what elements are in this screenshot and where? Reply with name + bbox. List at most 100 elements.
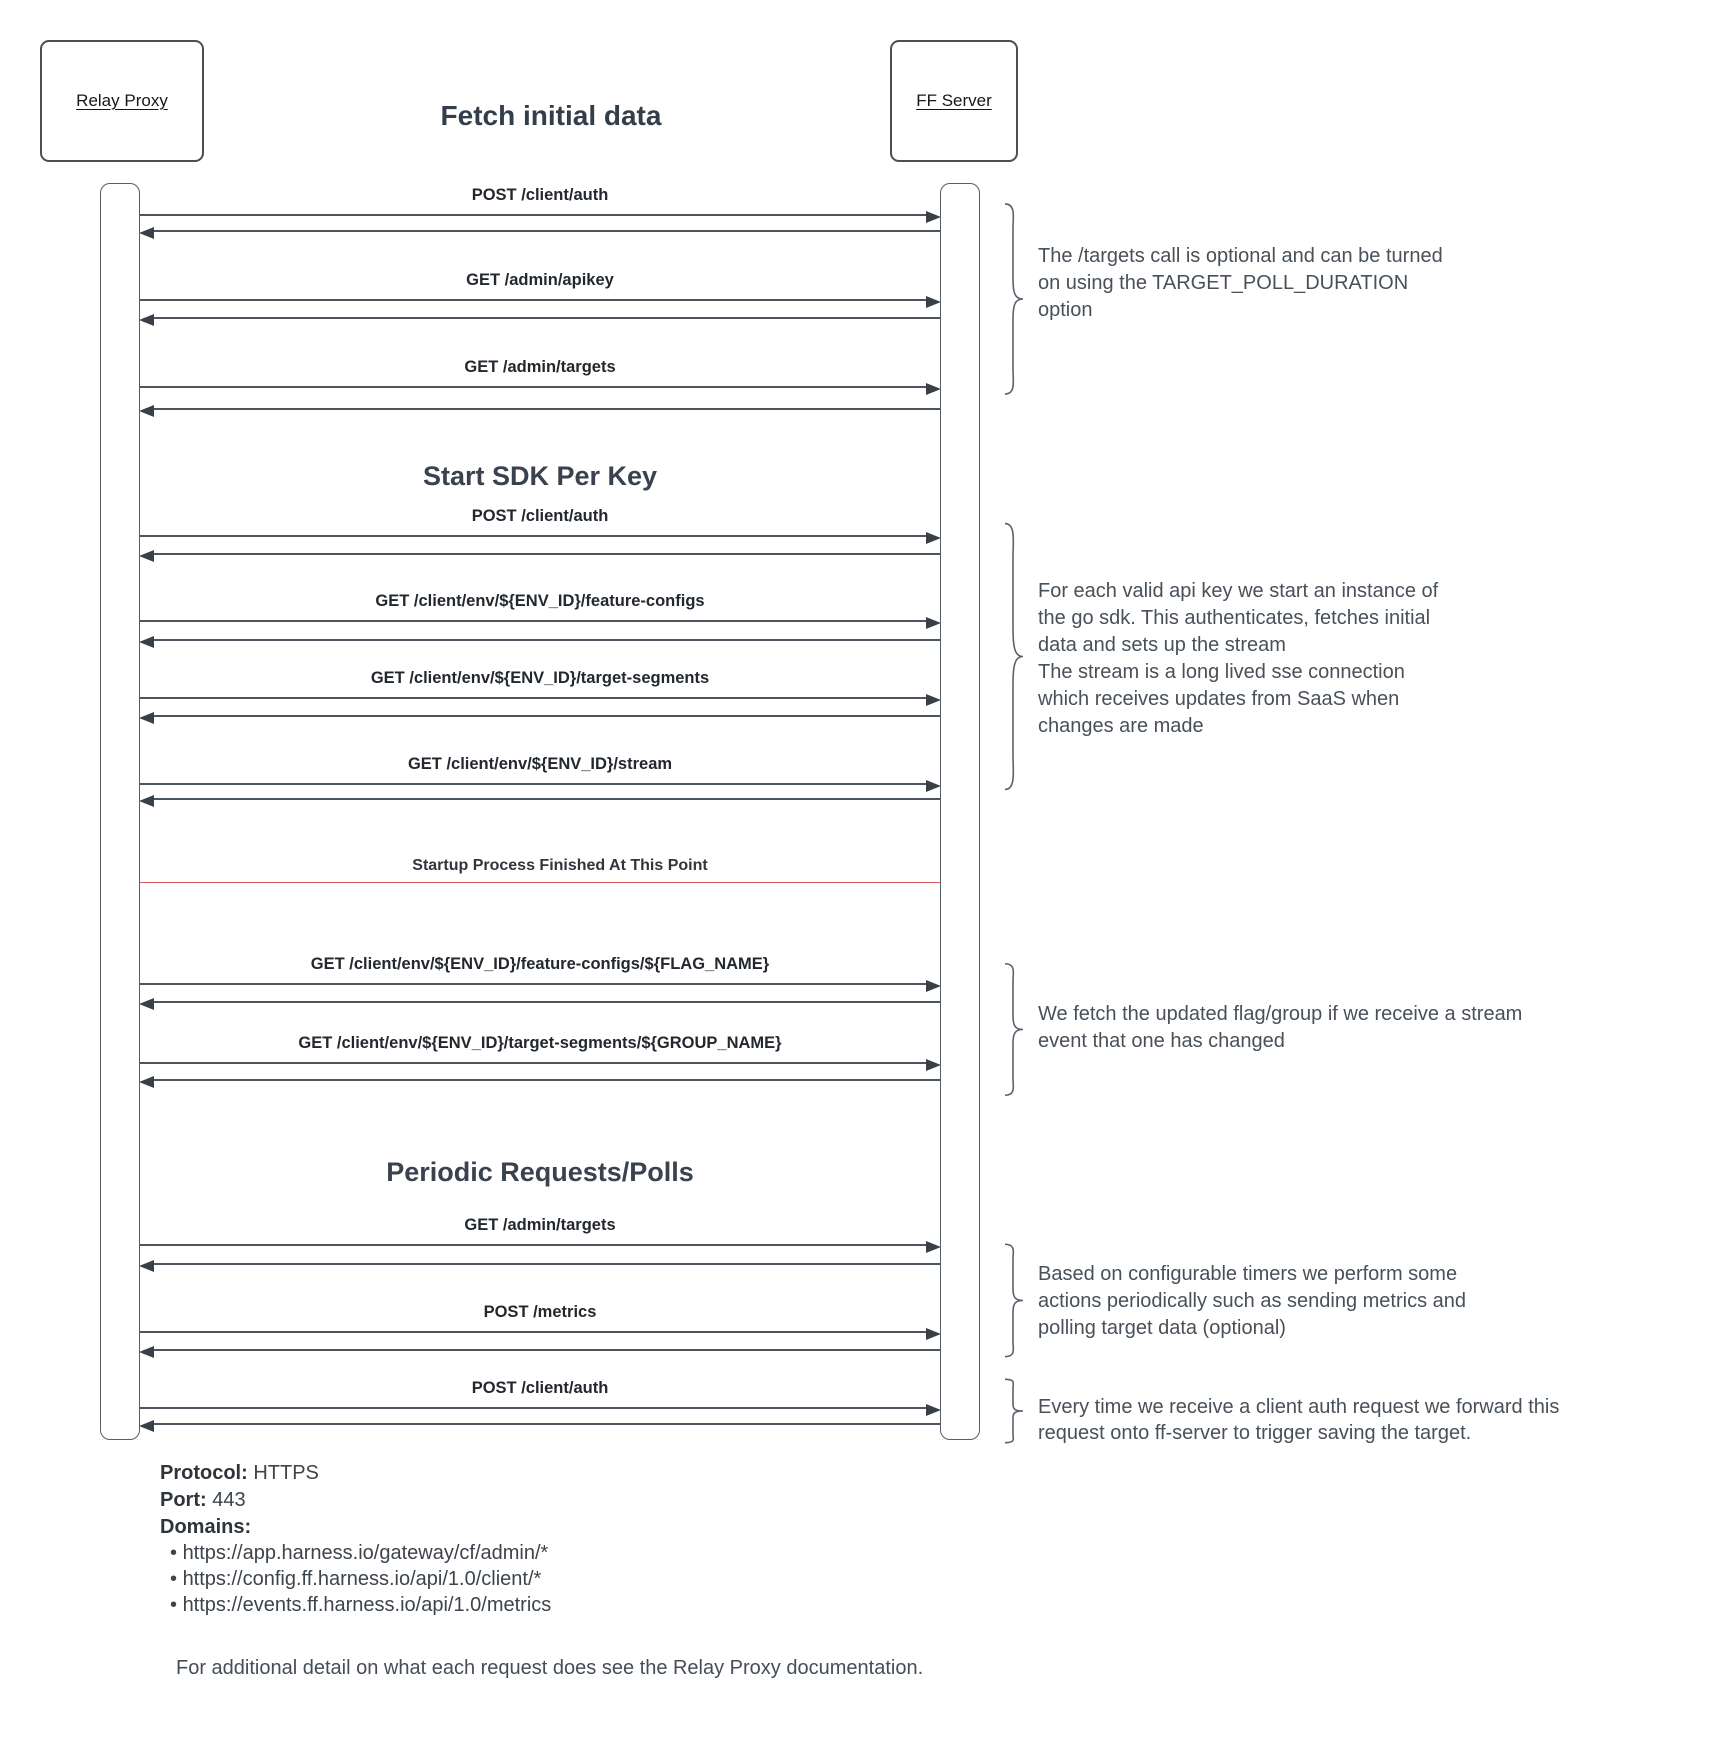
arrowhead-left-icon <box>139 795 154 807</box>
brace-icon <box>1002 961 1026 1098</box>
footer-port: Port: 443 <box>160 1488 246 1512</box>
annotation-line: the go sdk. This authenticates, fetches … <box>1038 607 1431 629</box>
footer-protocol-label: Protocol: <box>160 1462 248 1484</box>
arrowhead-left-icon <box>139 1076 154 1088</box>
message-label: GET /client/env/${ENV_ID}/stream <box>407 755 673 773</box>
annotation-line: changes are made <box>1038 715 1204 737</box>
response-arrow <box>139 636 940 648</box>
startup-finished-label: Startup Process Finished At This Point <box>412 857 708 874</box>
request-arrow <box>140 383 941 395</box>
request-arrow <box>140 1328 941 1340</box>
request-arrow <box>140 980 941 992</box>
arrowhead-left-icon <box>139 636 154 648</box>
annotation-line: option <box>1038 299 1093 321</box>
annotation-targets-optional: The /targets call is optional and can be… <box>1038 243 1720 324</box>
arrowhead-left-icon <box>139 550 154 562</box>
annotation-line: on using the TARGET_POLL_DURATION <box>1038 272 1409 294</box>
annotation-line: data and sets up the stream <box>1038 634 1286 656</box>
request-arrow <box>140 296 941 308</box>
footer-protocol: Protocol: HTTPS <box>160 1461 319 1485</box>
message-label: GET /client/env/${ENV_ID}/feature-config… <box>375 592 705 610</box>
lifeline-relay-proxy <box>100 183 140 1440</box>
response-arrow <box>139 405 940 417</box>
actor-ff-server: FF Server <box>890 40 1018 162</box>
actor-ff-server-label: FF Server <box>916 91 992 110</box>
footer-domain-item: https://events.ff.harness.io/api/1.0/met… <box>170 1593 552 1617</box>
request-arrow <box>140 1241 941 1253</box>
message-label: GET /admin/apikey <box>466 271 614 289</box>
arrowhead-right-icon <box>926 780 941 792</box>
annotation-line: The stream is a long lived sse connectio… <box>1038 661 1405 683</box>
footer-domain-item: https://config.ff.harness.io/api/1.0/cli… <box>170 1567 542 1591</box>
arrowhead-left-icon <box>139 1420 154 1432</box>
arrowhead-right-icon <box>926 1241 941 1253</box>
response-arrow <box>139 795 940 807</box>
diagram-title: Fetch initial data <box>440 100 662 131</box>
request-arrow <box>140 617 941 629</box>
response-arrow <box>139 1346 940 1358</box>
annotation-line: We fetch the updated flag/group if we re… <box>1038 1003 1523 1025</box>
brace-icon <box>1002 1242 1026 1359</box>
arrowhead-right-icon <box>926 694 941 706</box>
arrowhead-left-icon <box>139 1260 154 1272</box>
footer-port-label: Port: <box>160 1489 207 1511</box>
arrowhead-left-icon <box>139 314 154 326</box>
footer-domain-item: https://app.harness.io/gateway/cf/admin/… <box>170 1541 549 1565</box>
brace-icon <box>1002 518 1026 795</box>
arrowhead-right-icon <box>926 296 941 308</box>
section-start-sdk-per-key: Start SDK Per Key <box>422 461 658 491</box>
arrowhead-left-icon <box>139 712 154 724</box>
annotation-line: event that one has changed <box>1038 1030 1285 1052</box>
annotation-client-auth-forward: Every time we receive a client auth requ… <box>1038 1394 1720 1446</box>
footer-note: For additional detail on what each reque… <box>176 1657 924 1679</box>
brace-icon <box>1002 200 1026 398</box>
footer-domains-heading: Domains: <box>160 1515 251 1539</box>
annotation-sdk-instance: For each valid api key we start an insta… <box>1038 578 1720 740</box>
footer-domains-label: Domains: <box>160 1516 252 1538</box>
annotation-periodic-timers: Based on configurable timers we perform … <box>1038 1261 1720 1342</box>
message-label: POST /client/auth <box>471 1379 609 1397</box>
annotation-line: Every time we receive a client auth requ… <box>1038 1396 1560 1418</box>
brace-icon <box>1002 1378 1026 1444</box>
annotation-line: The /targets call is optional and can be… <box>1038 245 1443 267</box>
response-arrow <box>139 227 940 239</box>
annotation-line: which receives updates from SaaS when <box>1038 688 1400 710</box>
arrowhead-right-icon <box>926 1328 941 1340</box>
arrowhead-left-icon <box>139 227 154 239</box>
lifeline-ff-server <box>940 183 980 1440</box>
request-arrow <box>140 532 941 544</box>
footer-protocol-value: HTTPS <box>247 1462 319 1484</box>
response-arrow <box>139 998 940 1010</box>
response-arrow <box>139 1260 940 1272</box>
arrowhead-right-icon <box>926 980 941 992</box>
arrowhead-right-icon <box>926 532 941 544</box>
message-label: POST /metrics <box>483 1303 597 1321</box>
annotation-line: For each valid api key we start an insta… <box>1038 580 1439 602</box>
response-arrow <box>139 550 940 562</box>
response-arrow <box>139 1420 940 1432</box>
arrowhead-right-icon <box>926 211 941 223</box>
arrowhead-right-icon <box>926 617 941 629</box>
response-arrow <box>139 712 940 724</box>
message-label: GET /client/env/${ENV_ID}/target-segment… <box>370 669 710 687</box>
message-label: GET /admin/targets <box>464 1216 616 1234</box>
footer-port-value: 443 <box>206 1489 246 1511</box>
annotation-line: polling target data (optional) <box>1038 1317 1286 1339</box>
message-label: GET /admin/targets <box>464 358 616 376</box>
actor-relay-proxy-label: Relay Proxy <box>76 91 168 110</box>
arrowhead-right-icon <box>926 1404 941 1416</box>
annotation-line: actions periodically such as sending met… <box>1038 1290 1466 1312</box>
message-label: GET /client/env/${ENV_ID}/feature-config… <box>310 955 770 973</box>
response-arrow <box>139 1076 940 1088</box>
message-label: POST /client/auth <box>471 507 609 525</box>
annotation-fetch-updated: We fetch the updated flag/group if we re… <box>1038 1001 1720 1055</box>
actor-relay-proxy: Relay Proxy <box>40 40 204 162</box>
request-arrow <box>140 1059 941 1071</box>
arrowhead-right-icon <box>926 1059 941 1071</box>
startup-finished-separator: Startup Process Finished At This Point <box>140 857 980 883</box>
message-label: GET /client/env/${ENV_ID}/target-segment… <box>298 1034 782 1052</box>
arrowhead-left-icon <box>139 998 154 1010</box>
request-arrow <box>140 1404 941 1416</box>
annotation-line: Based on configurable timers we perform … <box>1038 1263 1458 1285</box>
